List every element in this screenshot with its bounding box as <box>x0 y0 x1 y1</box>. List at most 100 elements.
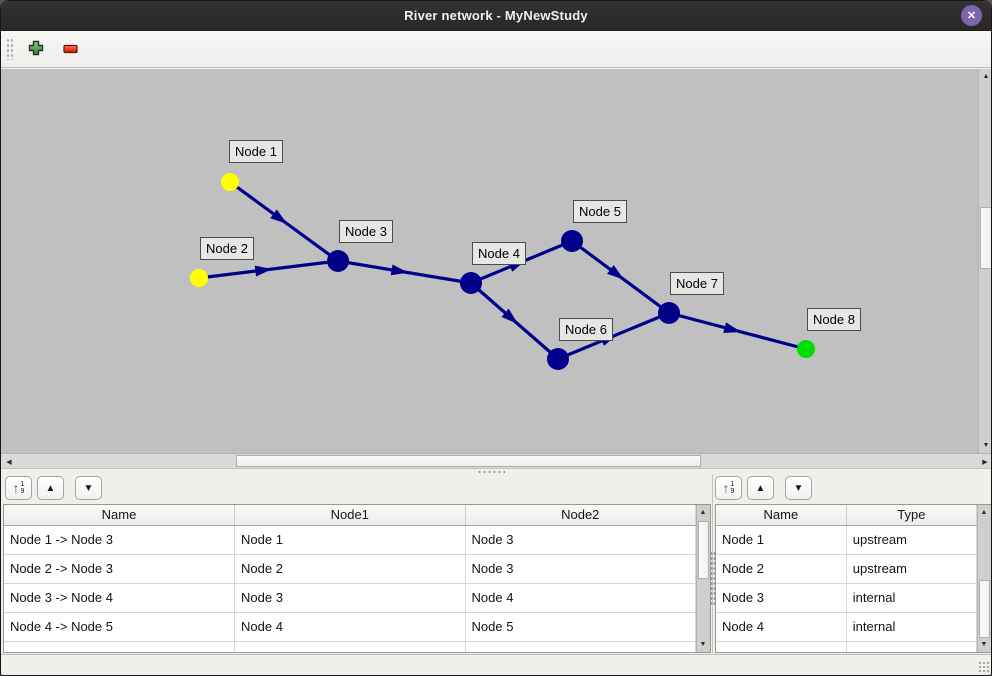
scroll-up-icon[interactable]: ▲ <box>982 73 990 80</box>
vertical-scroll-thumb[interactable] <box>980 207 991 269</box>
table-cell[interactable]: Node 3 <box>465 525 696 555</box>
scroll-thumb[interactable] <box>979 580 990 638</box>
node-node-5[interactable] <box>561 230 583 252</box>
move-branch-down-button[interactable]: ▼ <box>75 476 102 500</box>
table-cell[interactable]: upstream <box>846 554 978 584</box>
node-label-box <box>229 140 283 163</box>
down-arrow-icon: ▼ <box>83 482 94 494</box>
table-cell[interactable]: Node 1 <box>716 525 847 555</box>
node-node-8[interactable] <box>797 340 815 358</box>
node-node-2[interactable] <box>190 269 208 287</box>
table-cell[interactable]: Node 4 <box>234 612 466 642</box>
node-label: Node 4 <box>478 246 520 261</box>
scroll-right-icon[interactable]: ▶ <box>982 458 988 466</box>
column-header-name[interactable]: Name <box>716 505 847 526</box>
scroll-down-icon[interactable]: ▼ <box>699 641 707 648</box>
table-cell[interactable]: Node 1 -> Node 3 <box>4 525 235 555</box>
table-cell[interactable]: internal <box>846 612 978 642</box>
sort-branches-button[interactable]: ↑ 1 9 <box>5 476 32 500</box>
table-cell[interactable] <box>465 641 696 652</box>
table-cell[interactable]: Node 5 <box>465 612 696 642</box>
move-node-down-button[interactable]: ▼ <box>785 476 812 500</box>
node-label: Node 8 <box>813 312 855 327</box>
add-button[interactable] <box>23 36 49 62</box>
nodes-table-scrollbar[interactable]: ▲ ▼ <box>977 505 991 652</box>
table-cell[interactable]: Node 3 <box>234 583 466 613</box>
table-cell[interactable]: Node 3 <box>465 554 696 584</box>
table-cell[interactable]: Node 4 <box>465 583 696 613</box>
column-header-node1[interactable]: Node1 <box>234 505 466 526</box>
scroll-down-icon[interactable]: ▼ <box>982 442 990 449</box>
branches-table-scrollbar[interactable]: ▲ ▼ <box>696 505 710 652</box>
panel-separator-grip-icon[interactable] <box>710 551 715 607</box>
canvas-horizontal-scrollbar[interactable]: ◀ ▶ <box>1 453 991 469</box>
empty-row[interactable] <box>4 641 696 652</box>
node-group: Node 3 <box>327 220 393 272</box>
node-group: Node 2 <box>190 237 254 287</box>
canvas-table-splitter[interactable] <box>1 469 991 474</box>
edge-arrow-icon <box>390 264 409 276</box>
plus-icon <box>28 40 44 59</box>
canvas-vertical-scrollbar[interactable]: ▲ ▼ <box>978 69 991 453</box>
node-label-box <box>807 308 861 331</box>
node-label: Node 3 <box>345 224 387 239</box>
table-cell[interactable]: upstream <box>846 525 978 555</box>
down-arrow-icon: ▼ <box>793 482 804 494</box>
node-node-1[interactable] <box>221 173 239 191</box>
scroll-thumb[interactable] <box>698 521 709 579</box>
table-cell[interactable]: Node 2 -> Node 3 <box>4 554 235 584</box>
minus-icon <box>63 42 79 57</box>
table-cell[interactable]: Node 3 <box>716 583 847 613</box>
move-node-up-button[interactable]: ▲ <box>747 476 774 500</box>
column-header-node2[interactable]: Node2 <box>465 505 696 526</box>
node-label: Node 7 <box>676 276 718 291</box>
move-branch-up-button[interactable]: ▲ <box>37 476 64 500</box>
node-label: Node 1 <box>235 144 277 159</box>
table-cell[interactable] <box>846 641 978 652</box>
table-cell[interactable] <box>4 641 235 652</box>
table-cell[interactable]: internal <box>846 583 978 613</box>
empty-row[interactable] <box>716 641 978 652</box>
scroll-left-icon[interactable]: ◀ <box>6 458 12 466</box>
scroll-up-icon[interactable]: ▲ <box>980 509 988 516</box>
close-button[interactable]: ✕ <box>961 5 982 26</box>
resize-grip-icon[interactable] <box>978 661 990 673</box>
table-cell[interactable]: Node 1 <box>234 525 466 555</box>
table-cell[interactable]: Node 2 <box>234 554 466 584</box>
node-node-6[interactable] <box>547 348 569 370</box>
column-header-name[interactable]: Name <box>4 505 235 526</box>
table-cell[interactable]: Node 4 -> Node 5 <box>4 612 235 642</box>
scroll-up-icon[interactable]: ▲ <box>699 509 707 516</box>
table-cell[interactable] <box>716 641 847 652</box>
edge-arrow-icon <box>607 265 625 280</box>
edge-arrow-icon <box>723 322 742 333</box>
status-bar <box>1 654 991 675</box>
node-node-7[interactable] <box>658 302 680 324</box>
node-node-4[interactable] <box>460 272 482 294</box>
scroll-down-icon[interactable]: ▼ <box>980 641 988 648</box>
toolbar-drag-handle[interactable] <box>6 38 14 60</box>
table-cell[interactable]: Node 2 <box>716 554 847 584</box>
sort-nodes-button[interactable]: ↑ 1 9 <box>715 476 742 500</box>
horizontal-scroll-thumb[interactable] <box>236 455 701 467</box>
node-node-3[interactable] <box>327 250 349 272</box>
up-arrow-icon: ▲ <box>45 482 56 494</box>
table-cell[interactable]: Node 3 -> Node 4 <box>4 583 235 613</box>
table-cell[interactable]: Node 4 <box>716 612 847 642</box>
remove-button[interactable] <box>58 36 84 62</box>
node-label-box <box>573 200 627 223</box>
column-header-type[interactable]: Type <box>846 505 978 526</box>
table-cell[interactable] <box>234 641 466 652</box>
